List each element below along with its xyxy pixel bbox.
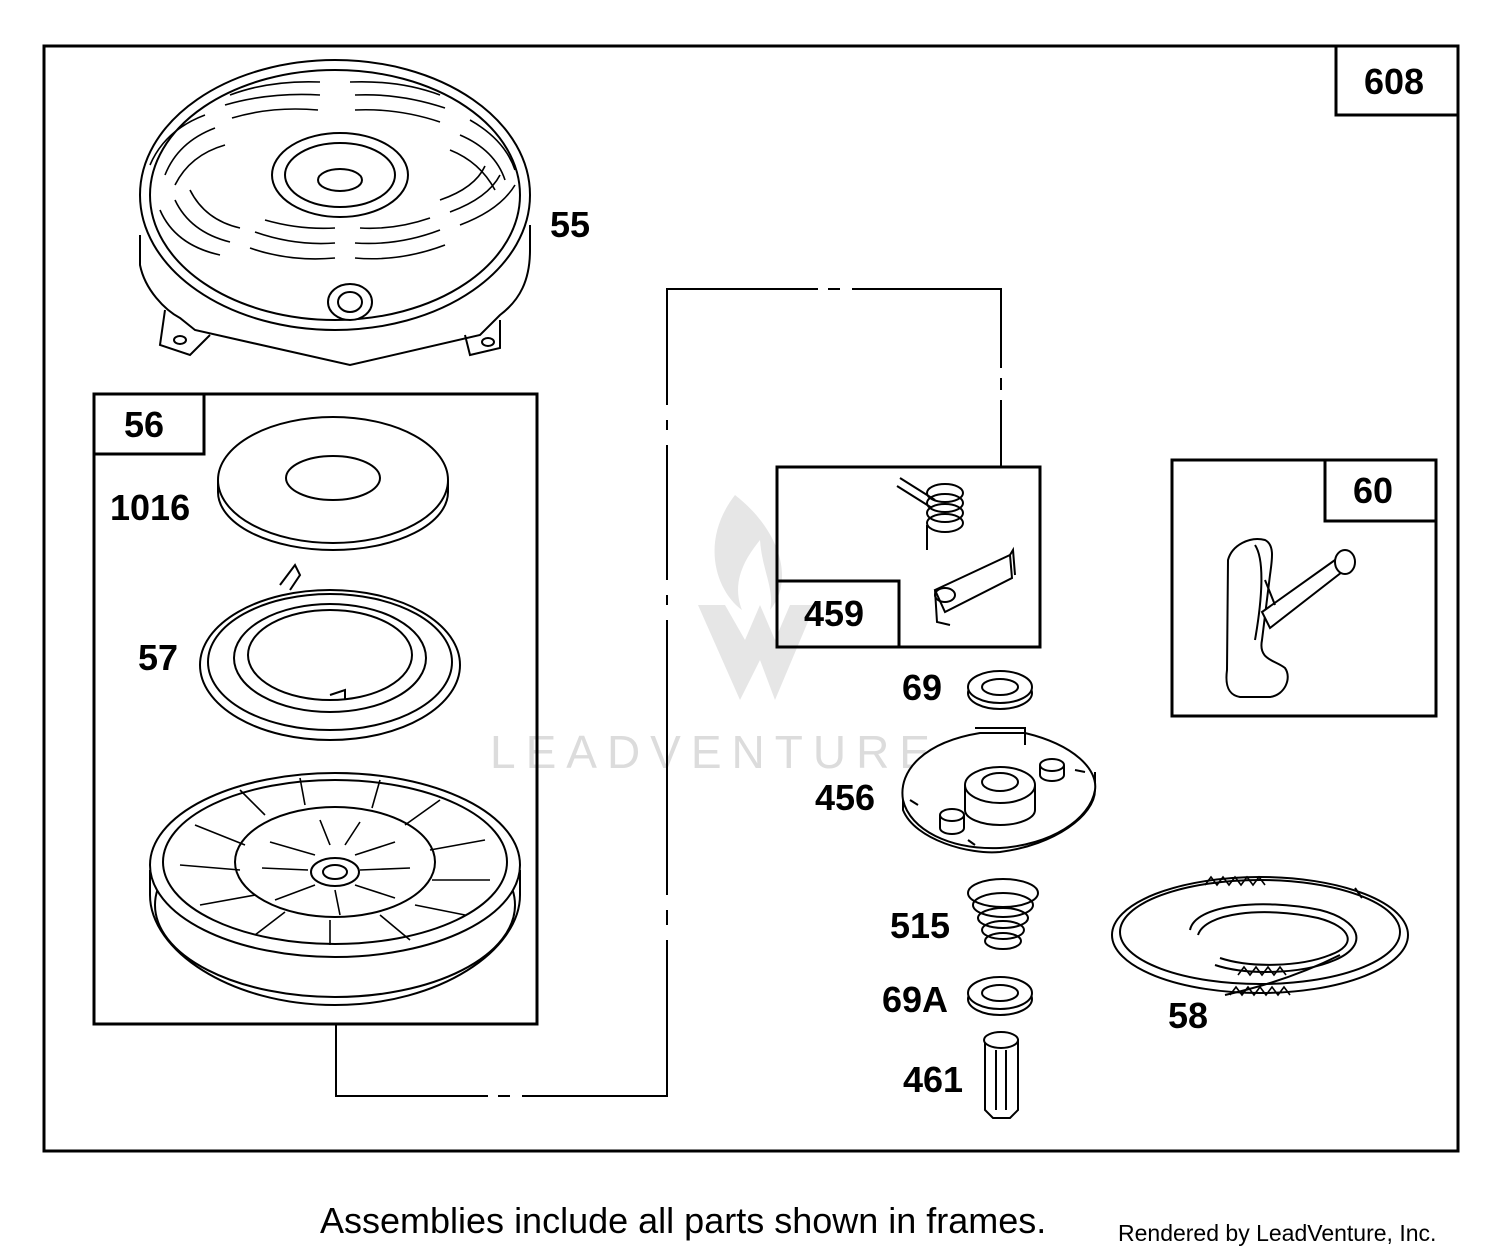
watermark-text: LEADVENTURE — [490, 726, 940, 778]
handle-assembly-frame — [1170, 458, 1438, 718]
label-housing[interactable]: 55 — [550, 204, 590, 245]
handle-assembly-number-box — [1323, 458, 1438, 523]
label-rope[interactable]: 58 — [1168, 995, 1208, 1036]
rendered-by-credit: Rendered by LeadVenture, Inc. — [1118, 1220, 1436, 1246]
label-plate[interactable]: 1016 — [110, 487, 190, 528]
label-retainer[interactable]: 456 — [815, 777, 875, 818]
leadventure-watermark: LEADVENTURE — [490, 495, 940, 778]
starter-handle-part[interactable] — [1225, 538, 1356, 698]
retainer-part[interactable] — [901, 727, 1097, 854]
recoil-spring-part[interactable] — [199, 563, 461, 741]
washer-top-part[interactable] — [967, 670, 1033, 710]
washer-bottom-part[interactable] — [967, 976, 1033, 1016]
label-washer-bottom[interactable]: 69A — [882, 979, 948, 1020]
label-coil-spring[interactable]: 515 — [890, 905, 950, 946]
coil-spring-part[interactable] — [967, 878, 1039, 950]
assembly-number-label[interactable]: 608 — [1364, 61, 1424, 102]
pulley-part[interactable] — [149, 772, 521, 1007]
connector-lines — [335, 288, 1002, 1097]
pawl-spring-part[interactable] — [896, 477, 964, 550]
starter-rope-part[interactable] — [1111, 875, 1409, 997]
pulley-assembly-label[interactable]: 56 — [124, 404, 164, 445]
assembly-frame — [42, 44, 1460, 1153]
pulley-assembly-frame — [92, 392, 539, 1026]
pawl-assembly-frame — [775, 465, 1042, 649]
handle-assembly-label[interactable]: 60 — [1353, 470, 1393, 511]
starter-housing-part[interactable] — [139, 59, 531, 367]
assembly-number-box — [1334, 44, 1460, 117]
pawl-assembly-number-box — [775, 579, 901, 649]
pawl-assembly-label[interactable]: 459 — [804, 593, 864, 634]
footer-note: Assemblies include all parts shown in fr… — [320, 1200, 1046, 1241]
plate-part[interactable] — [217, 416, 449, 551]
label-spring[interactable]: 57 — [138, 637, 178, 678]
label-pin[interactable]: 461 — [903, 1059, 963, 1100]
pin-part[interactable] — [983, 1031, 1019, 1119]
pulley-assembly-number-box — [92, 392, 206, 456]
label-washer-top[interactable]: 69 — [902, 667, 942, 708]
pawl-part[interactable] — [933, 546, 1016, 626]
